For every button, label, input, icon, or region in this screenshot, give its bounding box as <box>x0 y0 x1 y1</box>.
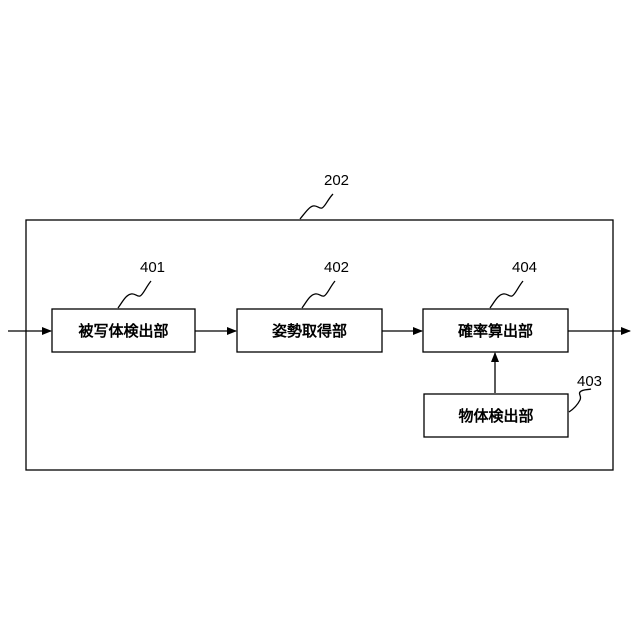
object-detection-label: 物体検出部 <box>458 407 533 425</box>
posture-acquisition-label: 姿勢取得部 <box>272 322 347 340</box>
posture-acquisition-ref-label: 402 <box>324 259 349 276</box>
container-ref-leader <box>300 194 333 219</box>
probability-calculation-label: 確率算出部 <box>457 322 533 340</box>
probability-calculation-ref-label: 404 <box>512 259 537 276</box>
subject-detection-ref-label: 401 <box>140 259 165 276</box>
container-ref-label: 202 <box>324 172 349 189</box>
object-detection-ref-label: 403 <box>577 373 602 390</box>
subject-detection-label: 被写体検出部 <box>78 322 168 340</box>
